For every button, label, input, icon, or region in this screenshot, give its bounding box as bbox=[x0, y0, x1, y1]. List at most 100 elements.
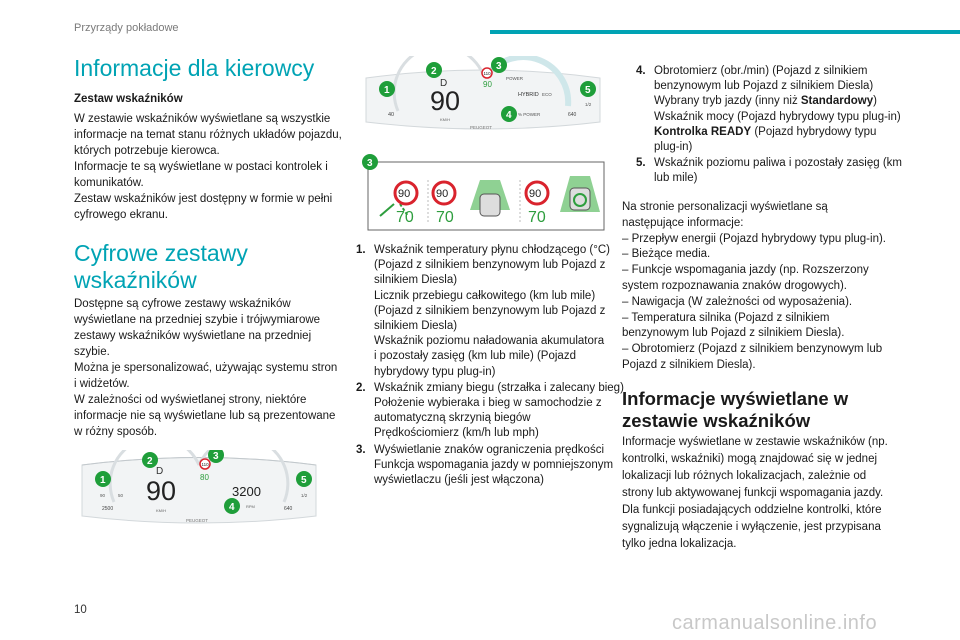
text-line: lokalizacji lub różnych lokalizacjach, z… bbox=[622, 470, 867, 482]
text-line: Dostępne są cyfrowe zestawy wskaźników bbox=[74, 298, 291, 310]
speed-sign-panel: 3 90 70 90 70 90 70 bbox=[362, 154, 605, 231]
gear-indicator: D bbox=[440, 78, 447, 89]
text-line: tylko jedna lokalizacja. bbox=[622, 538, 737, 550]
header-accent-bar bbox=[490, 30, 960, 34]
text-line: Można je spersonalizować, używając syste… bbox=[74, 362, 338, 374]
callout-1 bbox=[95, 471, 111, 487]
limit-sign-icon bbox=[524, 180, 550, 206]
text-line: silnikiem Diesla) bbox=[374, 320, 458, 333]
callout-5 bbox=[580, 81, 596, 97]
text-line: Położenie wybieraka i bieg w samochodzie… bbox=[374, 397, 602, 410]
limit-value: 110 bbox=[202, 462, 210, 467]
eco-label: ECO bbox=[542, 92, 552, 97]
limit-set-value: 90 bbox=[483, 80, 492, 89]
callout-label: 3 bbox=[367, 158, 373, 169]
section-title-line: Informacje wyświetlane w bbox=[622, 388, 849, 409]
range-left: 40 bbox=[388, 112, 394, 118]
page-title: Informacje dla kierowcy bbox=[74, 55, 315, 81]
text-line: Wybrany tryb jazdy (inny niż Standardowy… bbox=[654, 94, 918, 109]
text-line: Wskaźnik poziomu paliwa i pozostały zasi… bbox=[654, 157, 902, 170]
callout-3 bbox=[362, 154, 378, 170]
text-line: Na stronie personalizacji wyświetlane są bbox=[622, 201, 828, 213]
power-unit: % POWER bbox=[518, 112, 541, 117]
list-number: 4. bbox=[636, 65, 646, 77]
range-right: 640 bbox=[284, 506, 293, 512]
text-line: – Bieżące media. bbox=[622, 248, 711, 261]
callout-3 bbox=[491, 57, 507, 73]
text-fragment: ) bbox=[873, 95, 877, 108]
limit-sign-value: 90 bbox=[398, 188, 410, 200]
text-line: Informacje te są wyświetlane w postaci k… bbox=[74, 161, 328, 173]
cluster-illustration-petrol: D 90 KM/H 110 80 3200 RPM 90 50 2500 1/2… bbox=[81, 450, 317, 524]
text-line: sygnalizują włączenie i wyłączenie, jest… bbox=[622, 521, 881, 533]
section-title-line: wskaźników bbox=[74, 267, 197, 293]
callout-3 bbox=[208, 450, 224, 463]
text-line: Wskaźnik poziomu naładowania akumulatora bbox=[374, 335, 605, 348]
callout-label: 3 bbox=[496, 61, 502, 72]
brand-label: PEUGEOT bbox=[470, 125, 492, 130]
fuel-scale-label: 1/2 bbox=[585, 102, 592, 107]
text-line: Wyświetlanie znaków ograniczenia prędkoś… bbox=[374, 443, 605, 456]
limit-sign-icon bbox=[199, 458, 211, 470]
power-label: POWER bbox=[506, 76, 524, 81]
text-line: Wskaźnik zmiany biegu (strzałka i zaleca… bbox=[374, 381, 624, 394]
rpm-unit: RPM bbox=[246, 504, 255, 509]
text-line: Zestaw wskaźników jest dostępny w formie… bbox=[74, 193, 333, 205]
temp-scale-label: 50 bbox=[118, 493, 124, 498]
text-line: automatyczną skrzynią biegów bbox=[374, 412, 531, 425]
limit-sign-icon bbox=[393, 180, 419, 206]
text-line: Wskaźnik mocy (Pojazd hybrydowy typu plu… bbox=[654, 110, 901, 123]
brand-label: PEUGEOT bbox=[186, 518, 208, 523]
rpm-readout: 3200 bbox=[232, 484, 261, 499]
text-line: hybrydowy typu plug-in) bbox=[374, 365, 496, 378]
range-left: 2500 bbox=[102, 506, 113, 512]
list-number: 3. bbox=[356, 443, 366, 456]
limit-sign-icon bbox=[431, 180, 457, 206]
callout-label: 4 bbox=[229, 502, 235, 513]
section-title: Informacje wyświetlane w zestawie wskaźn… bbox=[622, 388, 912, 432]
callout-4 bbox=[501, 106, 517, 122]
limit-sign-icon bbox=[481, 67, 493, 79]
text-line: W zestawie wskaźników wyświetlane są wsz… bbox=[74, 113, 331, 125]
callout-label: 4 bbox=[506, 110, 512, 121]
callout-label: 3 bbox=[213, 451, 219, 462]
text-line: których potrzebuje kierowca. bbox=[74, 145, 220, 157]
range-right: 640 bbox=[568, 112, 577, 118]
legend-list-col2: 1. Wskaźnik temperatury płynu chłodząceg… bbox=[356, 243, 628, 489]
text-line: lub mile) bbox=[654, 172, 698, 185]
speed-readout: 90 bbox=[430, 86, 460, 116]
speed-unit: KM/H bbox=[156, 508, 166, 513]
text-line: wyświetlaczu (jeśli jest włączona) bbox=[374, 474, 544, 487]
current-speed: 70 bbox=[396, 209, 414, 226]
section-title-line: Cyfrowe zestawy bbox=[74, 240, 248, 266]
text-line: zestawy wskaźników wyświetlane na przedn… bbox=[74, 330, 312, 342]
text-line: benzynowym lub Pojazd z silnikiem Diesla… bbox=[654, 80, 874, 93]
subheading: Zestaw wskaźników bbox=[74, 93, 183, 105]
mode-label: HYBRID bbox=[518, 92, 539, 98]
callout-2 bbox=[426, 62, 442, 78]
list-number: 1. bbox=[356, 244, 366, 256]
text-line: Obrotomierz (obr./min) (Pojazd z silniki… bbox=[654, 65, 868, 77]
lane-icon bbox=[399, 203, 409, 217]
speed-unit: KM/H bbox=[440, 117, 450, 122]
text-line: cyfrowego ekranu. bbox=[74, 209, 168, 221]
text-line: i pozostały zasięg (km lub mile) (Pojazd bbox=[374, 350, 576, 363]
page-number: 10 bbox=[74, 604, 87, 616]
text-fragment-bold: Kontrolka READY bbox=[654, 125, 752, 138]
text-line: plug-in) bbox=[654, 141, 693, 154]
text-line: szybie. bbox=[74, 346, 110, 358]
limit-sign-value: 90 bbox=[436, 188, 448, 200]
car-icon bbox=[479, 193, 501, 217]
text-line: komunikatów. bbox=[74, 177, 144, 189]
personalization-paragraph: Na stronie personalizacji wyświetlane są… bbox=[622, 200, 922, 374]
text-line: system rozpoznawania znaków drogowych). bbox=[622, 279, 847, 292]
text-line: W zależności od wyświetlanej strony, nie… bbox=[74, 394, 307, 406]
limit-value: 110 bbox=[484, 71, 492, 76]
text-line: Licznik przebiegu całkowitego (km lub mi… bbox=[374, 289, 596, 302]
gear-indicator: D bbox=[156, 466, 163, 477]
text-line: (Pojazd z silnikiem benzynowym lub Pojaz… bbox=[374, 304, 606, 317]
digital-cluster-paragraph: Dostępne są cyfrowe zestawy wskaźników w… bbox=[74, 296, 349, 440]
text-line: w różny sposób. bbox=[74, 426, 158, 438]
section-title: Cyfrowe zestawy wskaźników bbox=[74, 240, 334, 294]
list-item: 4. Obrotomierz (obr./min) (Pojazd z siln… bbox=[636, 64, 918, 155]
